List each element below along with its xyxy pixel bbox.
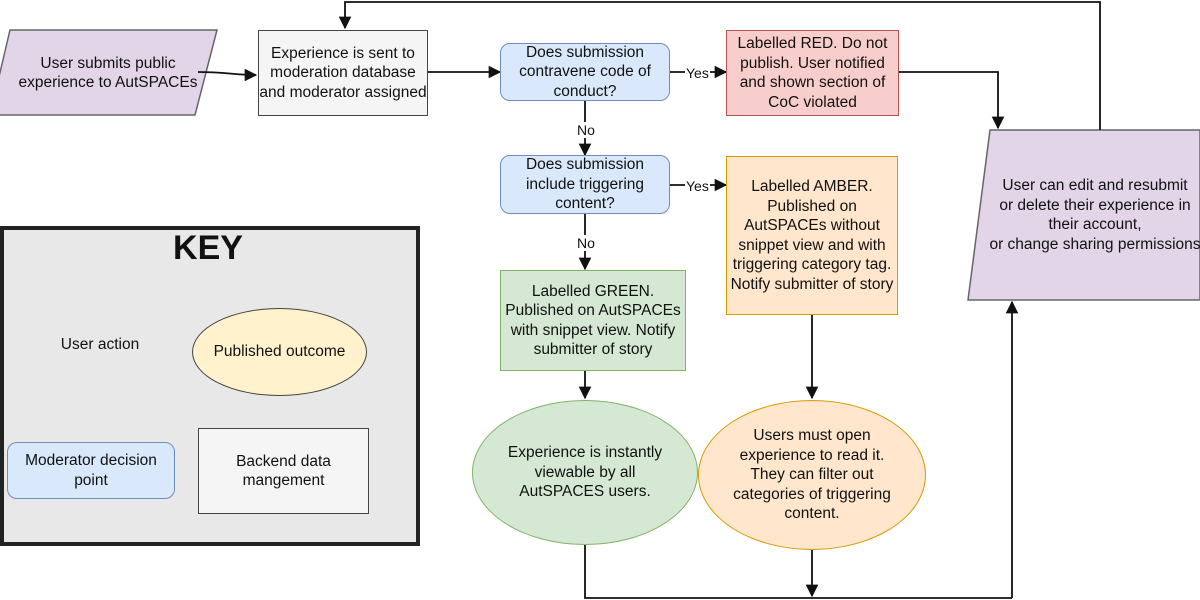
edge-label-no-code-of-conduct: No [576,122,596,138]
node-q-triggering: Does submission include triggering conte… [500,155,670,214]
key-published-outcome: Published outcome [192,308,367,396]
edge-edit-loop-back [338,1,1101,130]
edge-red-to-edit [899,71,1005,130]
node-user-can-edit: User can edit and resubmit or delete the… [989,177,1200,253]
user-can-edit-shape [967,129,1200,301]
edge-viewable-down [584,545,1012,599]
key-title: KEY [173,229,243,267]
key-moderator-decision: Moderator decision point [7,442,175,499]
node-labelled-amber: Labelled AMBER. Published on AutSPACEs w… [726,156,898,315]
edge-label-yes-code-of-conduct: Yes [685,65,710,81]
user-submits-shape [0,29,218,116]
node-labelled-red: Labelled RED. Do not publish. User notif… [726,30,899,116]
node-user-submits: User submits public experience to AutSPA… [18,54,198,92]
key-backend: Backend data mangement [198,428,369,514]
edge-submit-to-db [197,68,258,82]
node-instantly-viewable: Experience is instantly viewable by all … [472,400,698,545]
node-q-code-of-conduct: Does submission contravene code of condu… [500,43,670,101]
edge-label-yes-triggering: Yes [685,178,710,194]
node-moderation-db: Experience is sent to moderation databas… [258,30,428,116]
key-user-action: User action [60,336,140,354]
node-labelled-green: Labelled GREEN. Published on AutSPACEs w… [500,270,686,371]
node-must-open: Users must open experience to read it. T… [698,400,926,550]
edge-label-no-triggering: No [576,235,596,251]
